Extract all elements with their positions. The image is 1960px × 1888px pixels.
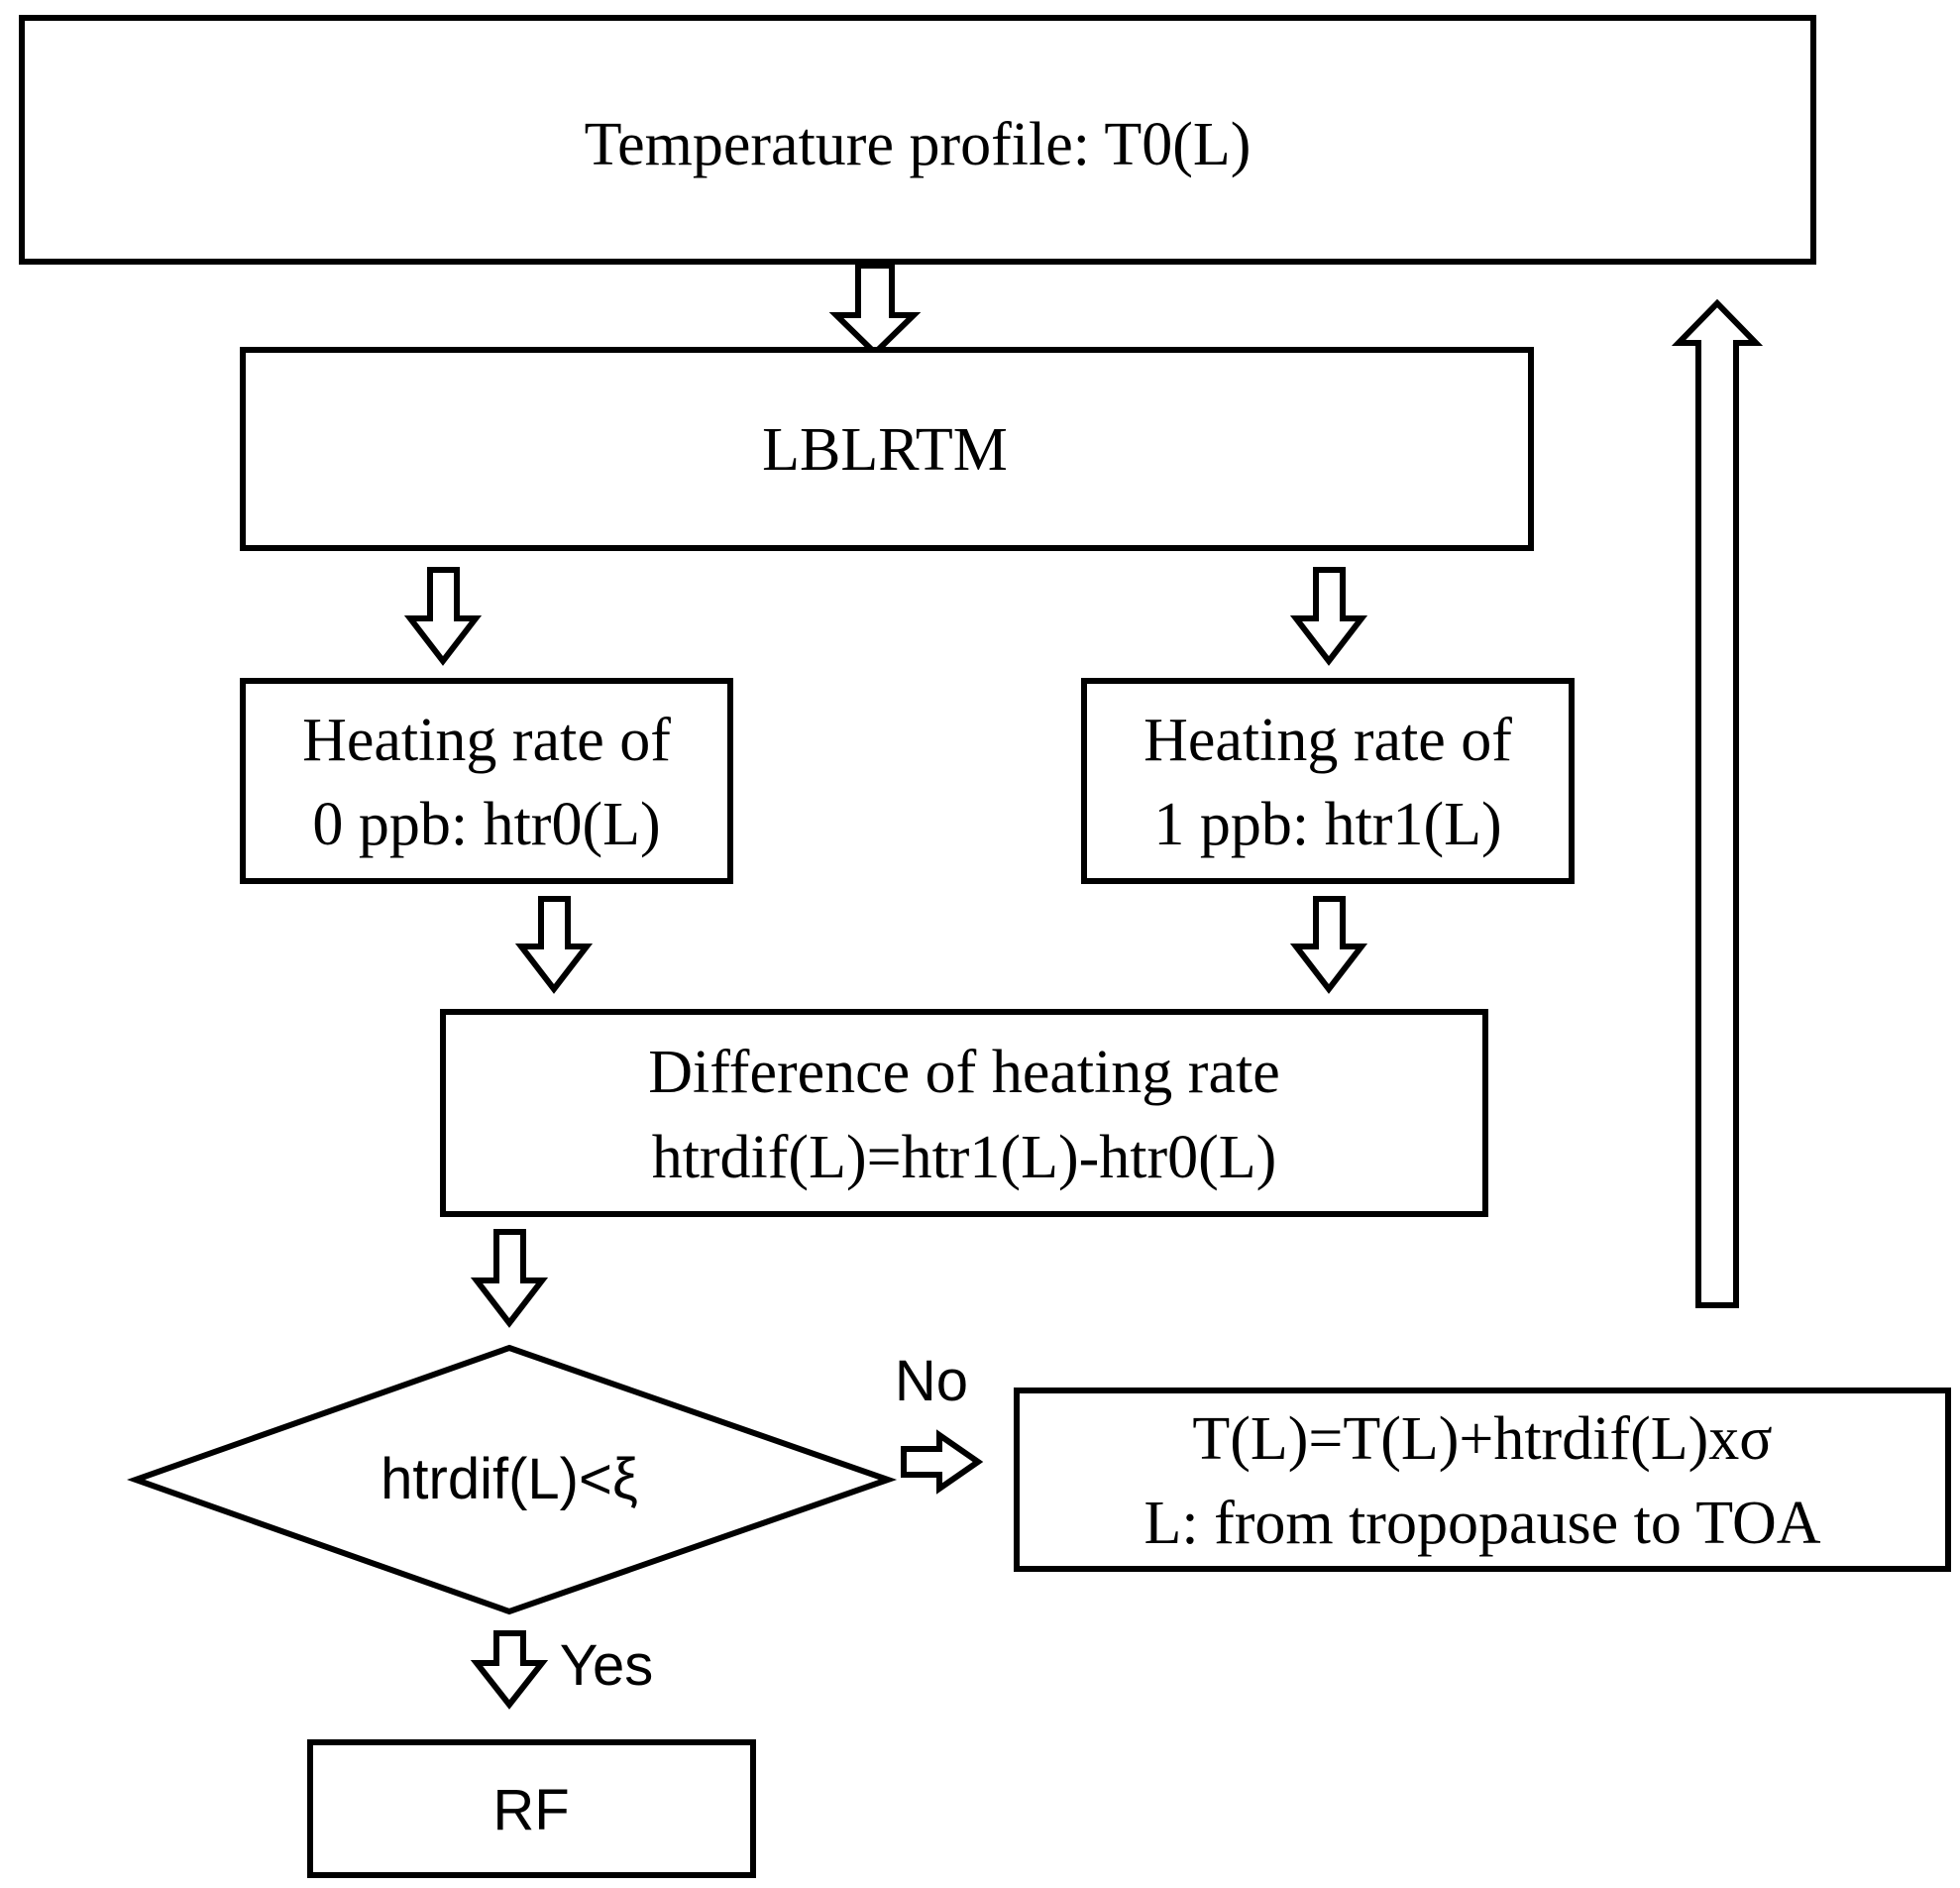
difference-line-2: htrdif(L)=htr1(L)-htr0(L) <box>652 1124 1277 1191</box>
heating-rate-0-line-2: 0 ppb: htr0(L) <box>312 791 660 858</box>
lblrtm-label: LBLRTM <box>762 416 1008 484</box>
lblrtm-node: LBLRTM <box>240 347 1534 551</box>
temperature-profile-node: Temperature profile: T0(L) <box>19 15 1816 265</box>
difference-node: Difference of heating rate htrdif(L)=htr… <box>440 1009 1488 1217</box>
arrow-lblrtm-to-heating-rate-1 <box>1289 567 1368 666</box>
update-node: T(L)=T(L)+htrdif(L)xσ L: from tropopause… <box>1014 1388 1951 1572</box>
rf-node: RF <box>307 1739 756 1878</box>
arrow-lblrtm-to-heating-rate-0 <box>403 567 483 666</box>
arrow-update-to-temperature <box>1671 298 1764 1308</box>
no-label: No <box>895 1349 968 1413</box>
heating-rate-1-node: Heating rate of 1 ppb: htr1(L) <box>1081 678 1575 884</box>
arrow-temperature-to-lblrtm <box>828 263 922 358</box>
heating-rate-1-line-2: 1 ppb: htr1(L) <box>1153 791 1501 858</box>
update-line-2: L: from tropopause to TOA <box>1143 1490 1820 1557</box>
decision-label: htrdif(L)<ξ <box>381 1447 638 1511</box>
arrow-difference-to-decision <box>470 1229 549 1328</box>
arrow-heating-rate-1-to-difference <box>1289 896 1368 994</box>
arrow-heating-rate-0-to-difference <box>514 896 594 994</box>
arrow-decision-to-rf <box>470 1630 549 1710</box>
heating-rate-0-node: Heating rate of 0 ppb: htr0(L) <box>240 678 733 884</box>
arrow-decision-to-update <box>901 1429 984 1495</box>
yes-label: Yes <box>560 1633 654 1698</box>
heating-rate-1-line-1: Heating rate of <box>1143 707 1512 774</box>
temperature-profile-label: Temperature profile: T0(L) <box>585 111 1252 178</box>
update-line-1: T(L)=T(L)+htrdif(L)xσ <box>1192 1405 1772 1473</box>
rf-label: RF <box>492 1778 569 1842</box>
heating-rate-0-line-1: Heating rate of <box>302 707 671 774</box>
decision-node: htrdif(L)<ξ <box>126 1344 898 1615</box>
difference-line-1: Difference of heating rate <box>648 1039 1279 1106</box>
